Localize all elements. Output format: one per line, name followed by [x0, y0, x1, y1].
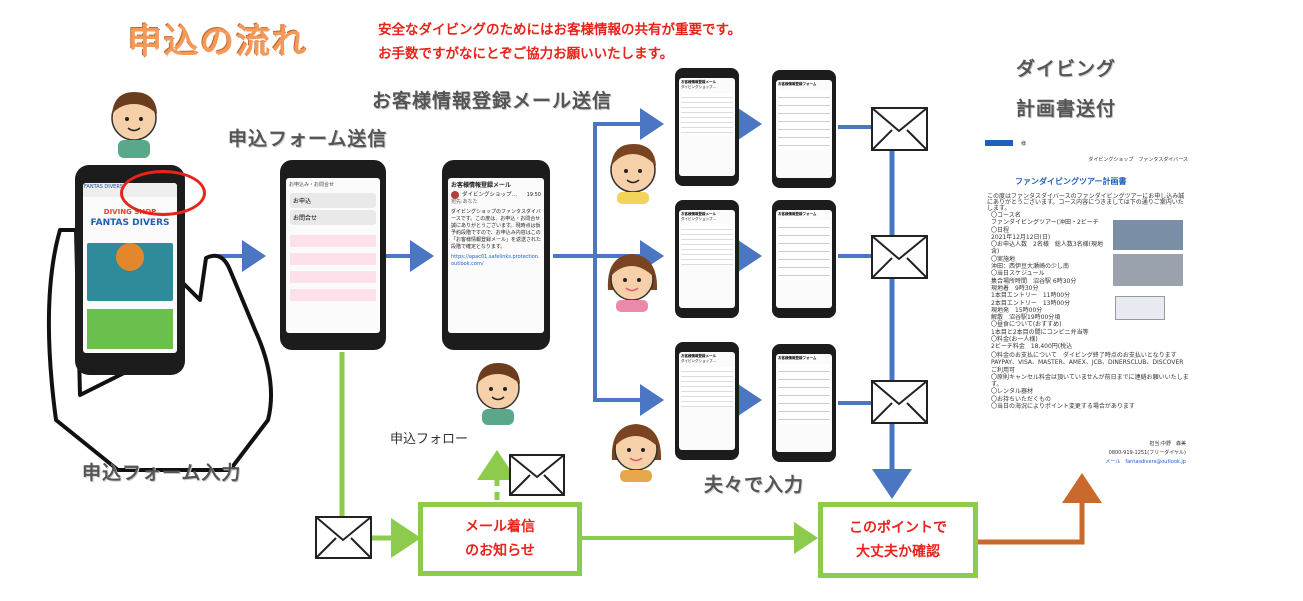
confirm-line2: 大丈夫か確認	[856, 544, 940, 560]
station-photo	[1113, 254, 1183, 286]
dive-plan-document: 様 ダイビングショップ ファンタスダイバース ファンダイビングツアー計画書 この…	[985, 140, 1192, 470]
doc-intro: この度はファンタスダイバースのファンダイビングツアーにお申し込み誠にありがとうご…	[987, 193, 1185, 212]
mail-notify-box: メール着信 のお知らせ	[418, 502, 582, 576]
notice-line-1: 安全なダイビングのためにはお客様情報の共有が重要です。	[378, 22, 742, 38]
mini-phone-mail: お客様情報登録メール ダイビングショップ…	[675, 342, 739, 460]
envelope-icon	[871, 235, 928, 279]
mail-notify-line1: メール着信	[465, 519, 535, 535]
envelope-icon	[509, 454, 565, 496]
form-apply-button[interactable]: お申込	[290, 193, 376, 208]
customer-avatar	[607, 254, 658, 312]
label-form-input: 申込フォーム入力	[82, 462, 242, 484]
staff-avatar	[476, 363, 520, 425]
label-plan-line2: 計画書送付	[1016, 98, 1117, 120]
map-photo	[1113, 220, 1183, 250]
envelope-icon	[871, 107, 928, 151]
shop-logo: DIVING SHOP FANTAS DIVERS	[90, 208, 170, 228]
mail-to: 宛先:あなた	[451, 199, 478, 205]
doc-phone: 0800-919-1251(フリーダイヤル)	[1108, 450, 1186, 456]
site-menu[interactable]	[87, 309, 173, 349]
mail-time: 19:50	[526, 191, 541, 198]
mail-sender: ダイビングショップ…	[462, 191, 518, 198]
label-each-input: 夫々で入力	[704, 474, 805, 496]
staff-avatar	[111, 92, 157, 158]
envelope-icon	[871, 380, 928, 424]
mail-link[interactable]: https://apac01.safelinks.protection.outl…	[451, 254, 540, 267]
hero-photo	[87, 243, 173, 301]
mail-subject: お客様情報登録メール	[451, 182, 512, 189]
mail-body: ダイビングショップのファンタスダイバースです。この度は、お申込・お問合せ誠にあり…	[451, 209, 542, 250]
page-title: 申込の流れ	[128, 22, 308, 62]
envelope-icon	[315, 516, 372, 559]
form-field[interactable]	[290, 289, 376, 301]
arrow-to-plan	[974, 473, 1102, 545]
confirm-line1: このポイントで	[849, 520, 947, 536]
form-field[interactable]	[290, 271, 376, 283]
mini-phone-form: お客様情報登録フォーム	[772, 344, 836, 462]
car-photo	[1115, 296, 1165, 320]
doc-title: ファンダイビングツアー計画書	[1015, 177, 1127, 186]
doc-mail[interactable]: メール fantasdivers@outlook.jp	[1105, 459, 1186, 465]
mini-phone-form: お客様情報登録フォーム	[772, 200, 836, 318]
confirm-box: このポイントで 大丈夫か確認	[818, 502, 978, 578]
customer-avatar	[611, 424, 662, 482]
form-header: お申込み・お問合せ	[289, 182, 335, 188]
mail-notify-line2: のお知らせ	[465, 543, 535, 559]
label-form-send: 申込フォーム送信	[228, 128, 388, 150]
highlight-circle	[120, 170, 206, 216]
phone-form: お申込み・お問合せ お申込 お問合せ	[280, 160, 386, 350]
mini-phone-mail: お客様情報登録メール ダイビングショップ…	[675, 200, 739, 318]
doc-tab: 様	[1021, 141, 1027, 147]
form-inquiry-button[interactable]: お問合せ	[290, 210, 376, 225]
mini-phone-mail: お客様情報登録メール ダイビングショップ…	[675, 68, 739, 186]
label-follow: 申込フォロー	[390, 432, 469, 447]
form-field[interactable]	[290, 235, 376, 247]
doc-shop: ダイビングショップ ファンタスダイバース	[1088, 157, 1188, 163]
customer-avatar	[610, 144, 656, 204]
label-plan-line1: ダイビング	[1016, 58, 1117, 80]
form-field[interactable]	[290, 253, 376, 265]
mini-phone-form: お客様情報登録フォーム	[772, 70, 836, 188]
notice-line-2: お手数ですがなにとぞご協力お願いいたします。	[378, 46, 674, 62]
doc-contact: 担当:中野 森美	[1149, 441, 1186, 447]
sender-avatar	[451, 191, 459, 199]
label-registration-mail: お客様情報登録メール送信	[372, 90, 613, 112]
phone-mail: お客様情報登録メール ダイビングショップ… 19:50 宛先:あなた ダイビング…	[442, 160, 550, 350]
doc-tab-bar	[985, 140, 1013, 146]
